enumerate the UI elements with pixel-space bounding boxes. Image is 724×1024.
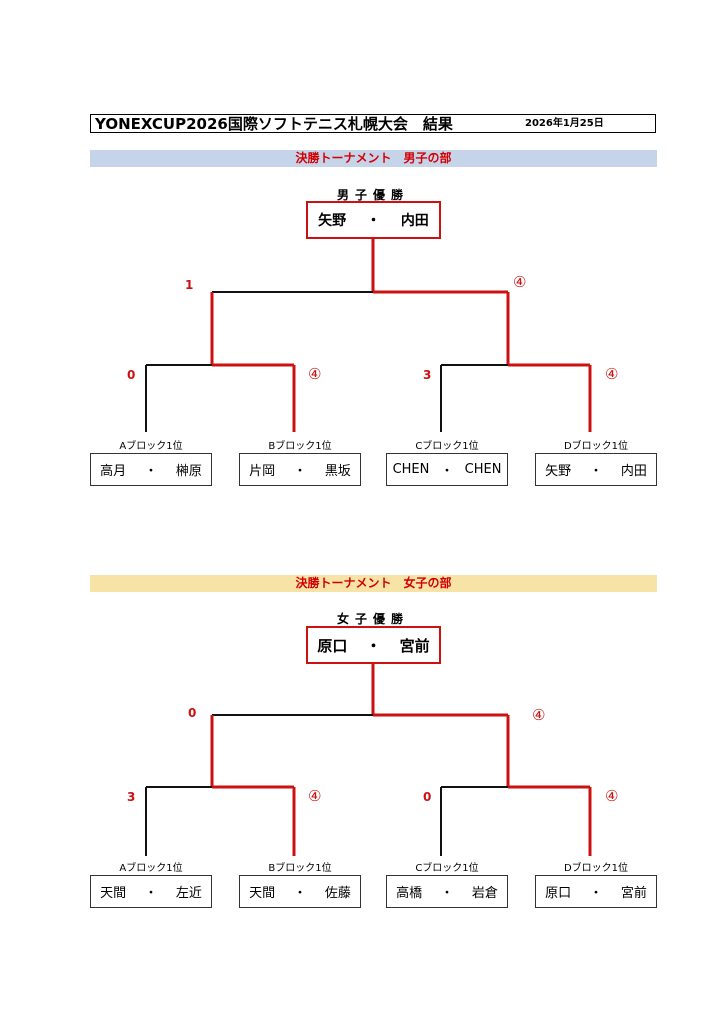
men-team-a-block: Aブロック1位 (119, 441, 183, 452)
women-team-c-player1: 高橋 (396, 886, 423, 901)
women-team-b-box: 天間 ・ 佐藤 (239, 875, 361, 908)
men-team-d-player1: 矢野 (545, 464, 572, 479)
men-team-c-player2: CHEN (464, 462, 502, 477)
women-final-left-score: 0 (188, 706, 197, 720)
women-team-a-player1: 天間 (100, 886, 127, 901)
men-team-d-block: Dブロック1位 (563, 441, 629, 452)
men-team-a-box: 高月 ・ 榊原 (90, 453, 212, 486)
women-team-a-block: Aブロック1位 (119, 863, 183, 874)
women-team-d-separator: ・ (589, 886, 603, 901)
women-team-d-player1: 原口 (545, 886, 572, 901)
women-team-b-block: Bブロック1位 (268, 863, 332, 874)
women-team-c-block: Cブロック1位 (415, 863, 479, 874)
men-semi2-left-score: 3 (423, 368, 432, 382)
men-team-b-player2: 黒坂 (324, 464, 351, 479)
men-team-a-separator: ・ (144, 464, 158, 479)
women-team-b-player1: 天間 (249, 886, 276, 901)
women-team-d-player2: 宮前 (620, 886, 647, 901)
men-team-b-player1: 片岡 (249, 464, 276, 479)
men-team-b-box: 片岡 ・ 黒坂 (239, 453, 361, 486)
men-semi1-right-score: ④ (308, 365, 322, 383)
women-champion-player2: 宮前 (399, 636, 430, 655)
men-team-c-box: CHEN ・ CHEN (386, 453, 508, 486)
men-team-a-player1: 高月 (100, 464, 127, 479)
women-section-banner: 決勝トーナメント 女子の部 (90, 575, 657, 592)
men-final-left-score: 1 (185, 278, 194, 292)
women-team-b-player2: 佐藤 (324, 886, 351, 901)
women-team-d-box: 原口 ・ 宮前 (535, 875, 657, 908)
men-team-d-box: 矢野 ・ 内田 (535, 453, 657, 486)
women-semi2-left-score: 0 (423, 790, 432, 804)
men-team-b-block: Bブロック1位 (268, 441, 332, 452)
men-team-b-separator: ・ (293, 464, 307, 479)
document-date: 2026年1月25日 (525, 118, 604, 129)
women-final-right-score: ④ (532, 706, 546, 724)
document-title: YONEXCUP2026国際ソフトテニス札幌大会 結果 (95, 115, 453, 133)
men-team-c-separator: ・ (440, 464, 454, 479)
women-champion-player1: 原口 (317, 636, 348, 655)
women-team-c-separator: ・ (440, 886, 454, 901)
document-title-box: YONEXCUP2026国際ソフトテニス札幌大会 結果 2026年1月25日 (90, 114, 656, 133)
women-team-b-separator: ・ (293, 886, 307, 901)
women-champion-box: 原口 ・ 宮前 (306, 626, 441, 664)
men-champion-separator: ・ (366, 213, 381, 229)
women-team-c-player2: 岩倉 (471, 886, 498, 901)
women-semi2-right-score: ④ (605, 787, 619, 805)
women-champion-label: 女子優勝 (336, 612, 409, 626)
men-final-right-score: ④ (513, 273, 527, 291)
women-team-c-box: 高橋 ・ 岩倉 (386, 875, 508, 908)
men-team-d-separator: ・ (589, 464, 603, 479)
men-champion-box: 矢野 ・ 内田 (306, 201, 441, 239)
men-team-c-player1: CHEN (392, 462, 430, 477)
men-team-a-player2: 榊原 (175, 464, 202, 479)
women-champion-separator: ・ (365, 636, 381, 655)
women-semi1-right-score: ④ (308, 787, 322, 805)
women-semi1-left-score: 3 (127, 790, 136, 804)
men-champion-player2: 内田 (400, 213, 429, 229)
men-champion-player1: 矢野 (318, 213, 347, 229)
women-team-a-separator: ・ (144, 886, 158, 901)
men-section-banner: 決勝トーナメント 男子の部 (90, 150, 657, 167)
men-champion-label: 男子優勝 (336, 188, 409, 202)
women-team-a-box: 天間 ・ 左近 (90, 875, 212, 908)
women-team-a-player2: 左近 (175, 886, 202, 901)
women-team-d-block: Dブロック1位 (563, 863, 629, 874)
men-semi2-right-score: ④ (605, 365, 619, 383)
men-semi1-left-score: 0 (127, 368, 136, 382)
men-team-c-block: Cブロック1位 (415, 441, 479, 452)
men-team-d-player2: 内田 (620, 464, 647, 479)
